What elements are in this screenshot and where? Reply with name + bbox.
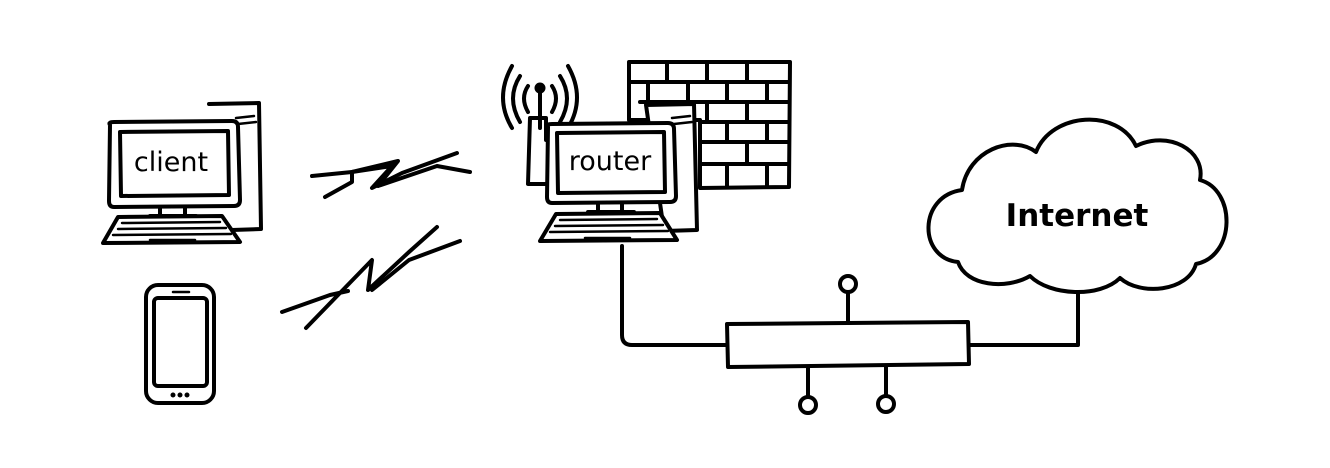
client-label: client xyxy=(134,147,208,178)
wired-link-bus-internet-icon xyxy=(966,280,1080,347)
network-bus-icon xyxy=(725,274,971,415)
router-computer: router xyxy=(501,64,699,243)
wireless-link-client-icon xyxy=(310,151,472,199)
smartphone-icon xyxy=(144,283,216,405)
cloud-icon: Internet xyxy=(926,117,1229,295)
wired-link-router-bus-icon xyxy=(620,244,732,347)
brick-wall-icon xyxy=(627,60,792,190)
client-computer: client xyxy=(101,101,263,245)
wireless-link-phone-icon xyxy=(280,225,462,330)
internet-label: Internet xyxy=(1006,198,1149,234)
router-label: router xyxy=(569,146,652,177)
